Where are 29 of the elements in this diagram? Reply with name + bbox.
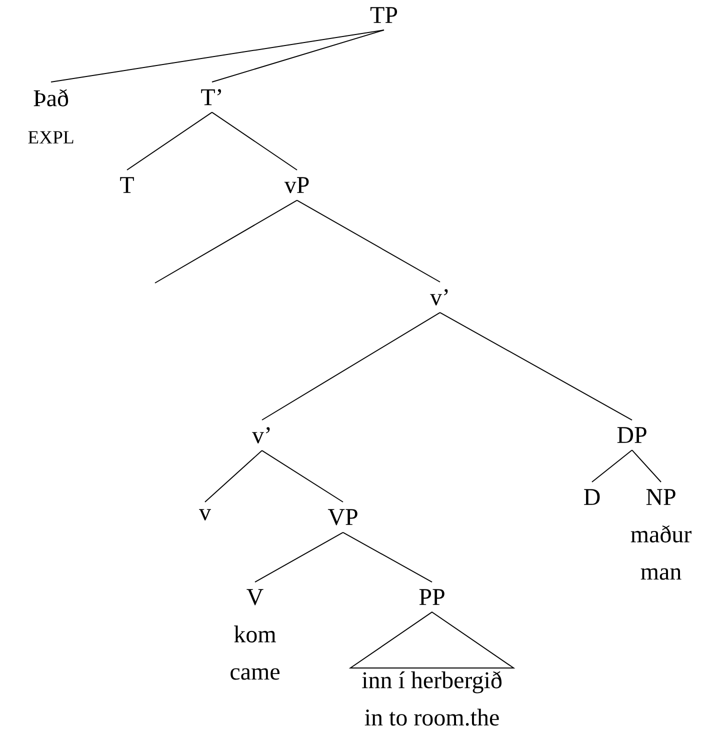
tree-label: T bbox=[120, 177, 134, 193]
branch-line bbox=[440, 312, 632, 420]
tree-leaf: inn í herbergið in to room.the bbox=[362, 671, 502, 726]
branch-line bbox=[50, 30, 384, 82]
branch-line bbox=[254, 532, 344, 582]
branch-line bbox=[262, 450, 344, 502]
branch-line bbox=[212, 30, 384, 82]
branch-line bbox=[632, 450, 662, 482]
tree-label: v’ bbox=[430, 289, 448, 306]
tree-leaf: NP maður man bbox=[630, 489, 692, 580]
branch-line bbox=[262, 312, 440, 420]
tree-label: TP bbox=[370, 7, 398, 23]
branch-line bbox=[204, 450, 262, 502]
tree-label: vP bbox=[284, 177, 309, 194]
branch-line bbox=[212, 112, 298, 170]
tree-label: v bbox=[199, 509, 211, 520]
tree-label: D bbox=[584, 489, 600, 505]
branch-line bbox=[592, 450, 632, 482]
tree-leaf: V kom came bbox=[230, 589, 280, 680]
tree-label: T’ bbox=[201, 89, 222, 106]
branch-line bbox=[126, 112, 212, 170]
branch-line bbox=[342, 532, 432, 582]
tree-label: VP bbox=[328, 509, 358, 526]
tree-leaf: Það EXPL bbox=[28, 89, 74, 144]
tree-label: v’ bbox=[252, 427, 270, 444]
branch-line bbox=[296, 200, 440, 282]
branch-line bbox=[154, 200, 298, 284]
tree-label: PP bbox=[419, 589, 444, 605]
tree-label: DP bbox=[617, 427, 646, 443]
